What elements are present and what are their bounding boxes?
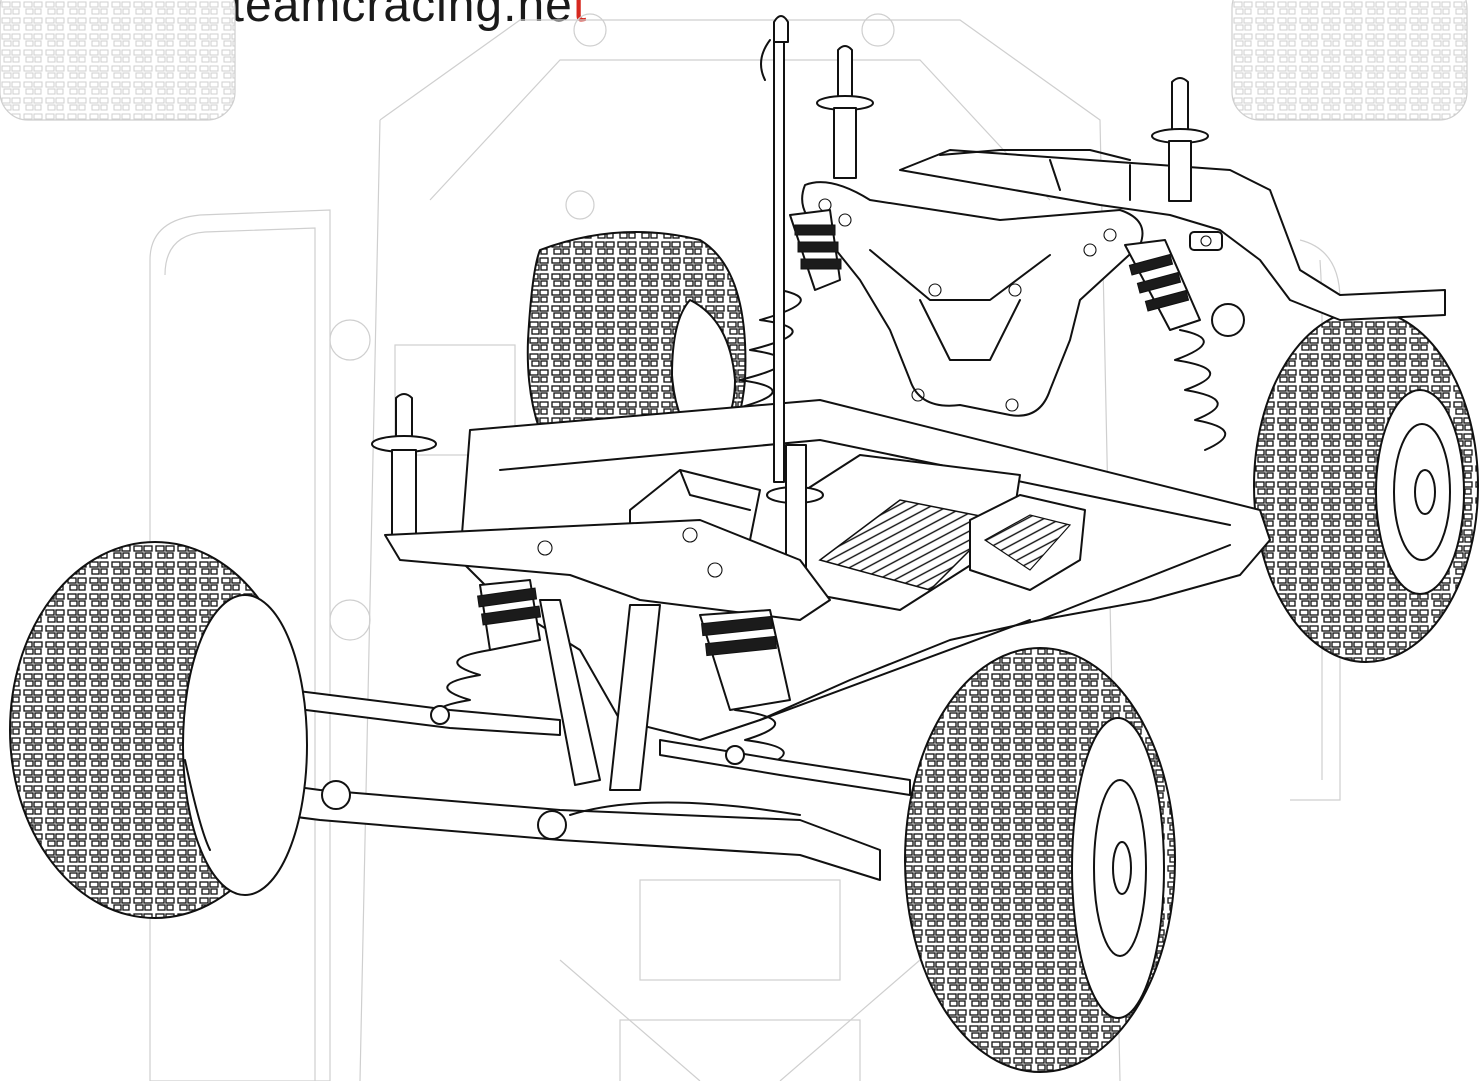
rear-wing-clip [1189,231,1223,251]
ghost-tire-top-left [0,0,236,121]
wheel-front-right-nut [1112,841,1132,895]
tower-hole [911,388,925,402]
ghost-hole-left-lower [329,599,371,641]
tower-hole [682,527,698,543]
receiver-box-lid [679,469,751,511]
shock-rear-left-spring-band [797,241,839,253]
tower-hole [707,562,723,578]
link-ball-joint [430,705,450,725]
ghost-post-left [565,190,595,220]
tower-hole [1103,228,1117,242]
body-post-tip [837,45,853,101]
body-post-shaft [833,107,857,179]
shock-tower-front [384,519,831,621]
shock-rear-right [1124,239,1227,451]
esc-heatsink [983,514,1072,571]
bumper-mount-left [321,780,351,810]
chassis-plate-edges [499,439,1231,721]
body-post-front-left [371,393,437,536]
tire-front-right [904,647,1176,1073]
ghost-chassis-plate [359,19,1121,1081]
shock-front-right-body [699,609,791,711]
ghost-tire-top-right [1231,0,1468,121]
wheel-front-right-hub [1093,779,1147,957]
antenna-wire [760,39,771,81]
link-ball-joint [725,745,745,765]
ghost-rear-bumper [619,1019,861,1081]
antenna-tube [773,41,785,483]
watermark-accent-letter: t [572,0,588,32]
shock-tower-rear [801,181,1144,417]
body-post-rear-left [816,45,874,179]
front-bumper [119,719,881,881]
rear-body-mount-clip [1211,303,1245,337]
body-post-tip [395,393,413,441]
shock-tower-rear-plate [801,181,1144,417]
ghost-front-bumper [429,59,1051,201]
rear-cage-crossbars [939,149,1131,201]
shock-front-right-spring-band [705,635,777,657]
wheel-rear-right-hub [1393,423,1451,561]
shock-rear-left [729,209,842,411]
ghost-mount-left [573,13,607,47]
wheel-rear-right-nut [1414,469,1436,515]
rear-frame [899,149,1446,337]
shock-front-left [436,579,542,726]
bumper-center-brace [569,801,801,816]
ghost-mount-right [861,13,895,47]
wheel-front-left-rim-edge [184,759,211,851]
tower-hole [838,213,852,227]
tower-hole [1083,243,1097,257]
shock-rear-left-spring [729,289,802,411]
ghost-hole-left [329,319,371,361]
tire-front-left [9,541,308,919]
tower-hole [928,283,942,297]
body-post-shaft [391,449,417,536]
antenna-cap [773,15,789,43]
shock-tower-rear-cutouts [869,249,1051,361]
shock-front-left-spring-band [477,587,538,608]
antenna [760,15,824,586]
rear-cage-rail [899,149,1446,321]
body-post-shaft [1168,140,1192,202]
tire-rear-right [1253,309,1479,663]
steering-link-right [659,739,911,796]
ghost-rear-struts [559,959,921,1081]
shock-rear-left-spring-band [800,258,842,270]
tower-hole [1005,398,1019,412]
ghost-rear-brace [639,879,841,981]
wheel-front-right-rim [1071,717,1165,1019]
wheel-front-left-rim [182,594,308,896]
shock-rear-right-spring-band [1136,271,1182,294]
tower-hole [537,540,553,556]
front-strut-left [539,599,601,786]
bumper-mount-center [537,810,567,840]
shock-front-right-spring-band [701,615,773,637]
ghost-left-panel [149,209,331,1081]
tower-hole [1008,283,1022,297]
shock-rear-right-spring-band [1144,289,1190,312]
body-post-rear-right [1151,77,1209,202]
shock-tower-front-plate [384,519,831,621]
wheel-rear-right-rim [1375,389,1465,595]
body-post-tip [1171,77,1189,133]
shock-rear-right-spring-band [1128,253,1174,276]
ghost-left-panel-inner [164,227,316,1081]
shock-front-left-spring-band [481,605,542,626]
shock-rear-left-spring-band [794,224,836,236]
rear-wing-clip-hole [1200,235,1212,247]
front-strut-right [609,604,661,791]
shock-rear-right-spring [1174,329,1227,451]
esc-module [969,494,1086,591]
